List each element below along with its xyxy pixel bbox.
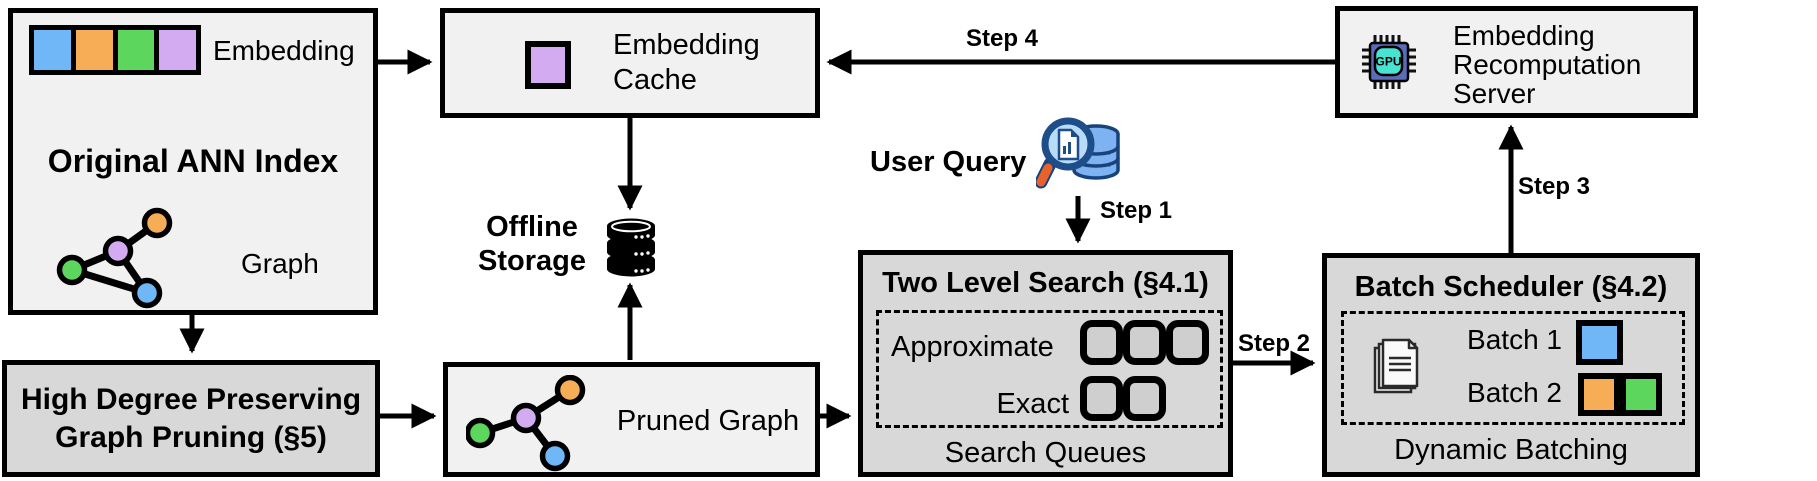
orange-swatch	[1578, 373, 1620, 416]
graph-label: Graph	[241, 248, 319, 279]
server-label-line1: Embedding	[1453, 20, 1595, 51]
blue-swatch	[1576, 320, 1623, 365]
pruned-graph-box: Pruned Graph	[443, 362, 820, 477]
exact-queue-slots	[1080, 376, 1166, 421]
search-queues-dashed-region	[876, 310, 1223, 428]
embedding-cache-label-line1: Embedding	[613, 29, 760, 61]
original-ann-index-box: Embedding Original ANN Index Graph	[8, 8, 378, 315]
graph-pruning-title-line1: High Degree Preserving	[20, 382, 362, 416]
blue-swatch	[34, 30, 71, 70]
batch1-label: Batch 1	[1467, 324, 1562, 355]
recomputation-server-box: GPU Embedding Recomputation Server	[1335, 6, 1698, 118]
graph-pruning-box: High Degree Preserving Graph Pruning (§5…	[2, 360, 380, 477]
approximate-label: Approximate	[891, 331, 1054, 363]
server-label-line3: Server	[1453, 78, 1536, 109]
embedding-vector-strip	[29, 25, 201, 75]
queue-slot	[1080, 320, 1123, 365]
green-swatch	[117, 30, 155, 70]
queue-slot	[1123, 320, 1166, 365]
embedding-cache-box: Embedding Cache	[440, 8, 820, 118]
embedding-cache-label-line2: Cache	[613, 64, 697, 96]
approximate-queue-slots	[1080, 320, 1209, 365]
two-level-search-box: Two Level Search (§4.1) Approximate Exac…	[858, 250, 1233, 477]
pruned-graph-icon	[466, 375, 586, 472]
document-stack-icon	[1373, 338, 1419, 394]
two-level-search-title: Two Level Search (§4.1)	[882, 267, 1209, 299]
offline-storage-label-line1: Offline	[486, 211, 578, 243]
queue-slot	[1123, 376, 1166, 421]
search-queues-caption: Search Queues	[944, 437, 1147, 469]
step4-label: Step 4	[966, 25, 1039, 52]
queue-slot	[1166, 320, 1209, 365]
pruned-graph-label: Pruned Graph	[616, 405, 800, 437]
purple-swatch	[159, 30, 196, 70]
step3-label: Step 3	[1518, 173, 1591, 200]
purple-embedding-swatch	[525, 41, 571, 89]
batch2-label: Batch 2	[1467, 377, 1562, 408]
server-label-line2: Recomputation	[1453, 49, 1642, 80]
embedding-label: Embedding	[213, 35, 355, 66]
queue-slot	[1080, 376, 1123, 421]
dynamic-batching-caption: Dynamic Batching	[1394, 434, 1628, 466]
user-query-label: User Query	[870, 146, 1027, 178]
batch2-swatches	[1578, 373, 1662, 416]
gpu-chip-icon: GPU	[1362, 35, 1416, 89]
green-swatch	[1620, 373, 1662, 416]
exact-label: Exact	[996, 388, 1069, 420]
step2-label: Step 2	[1238, 330, 1311, 357]
batch1-swatches	[1576, 320, 1623, 365]
offline-storage-label-line2: Storage	[478, 245, 586, 277]
original-ann-index-title: Original ANN Index	[47, 143, 339, 179]
database-icon	[607, 218, 655, 277]
gpu-chip-label: GPU	[1375, 55, 1401, 69]
step1-label: Step 1	[1100, 197, 1173, 224]
ann-graph-icon	[56, 207, 173, 309]
batch-scheduler-title: Batch Scheduler (§4.2)	[1354, 271, 1668, 303]
dynamic-batching-dashed-region	[1341, 311, 1685, 425]
query-search-database-icon	[1036, 117, 1120, 189]
graph-pruning-title-line2: Graph Pruning (§5)	[55, 420, 327, 454]
orange-swatch	[75, 30, 113, 70]
batch-scheduler-box: Batch Scheduler (§4.2) Batch 1 Batch 2 D…	[1322, 253, 1700, 477]
